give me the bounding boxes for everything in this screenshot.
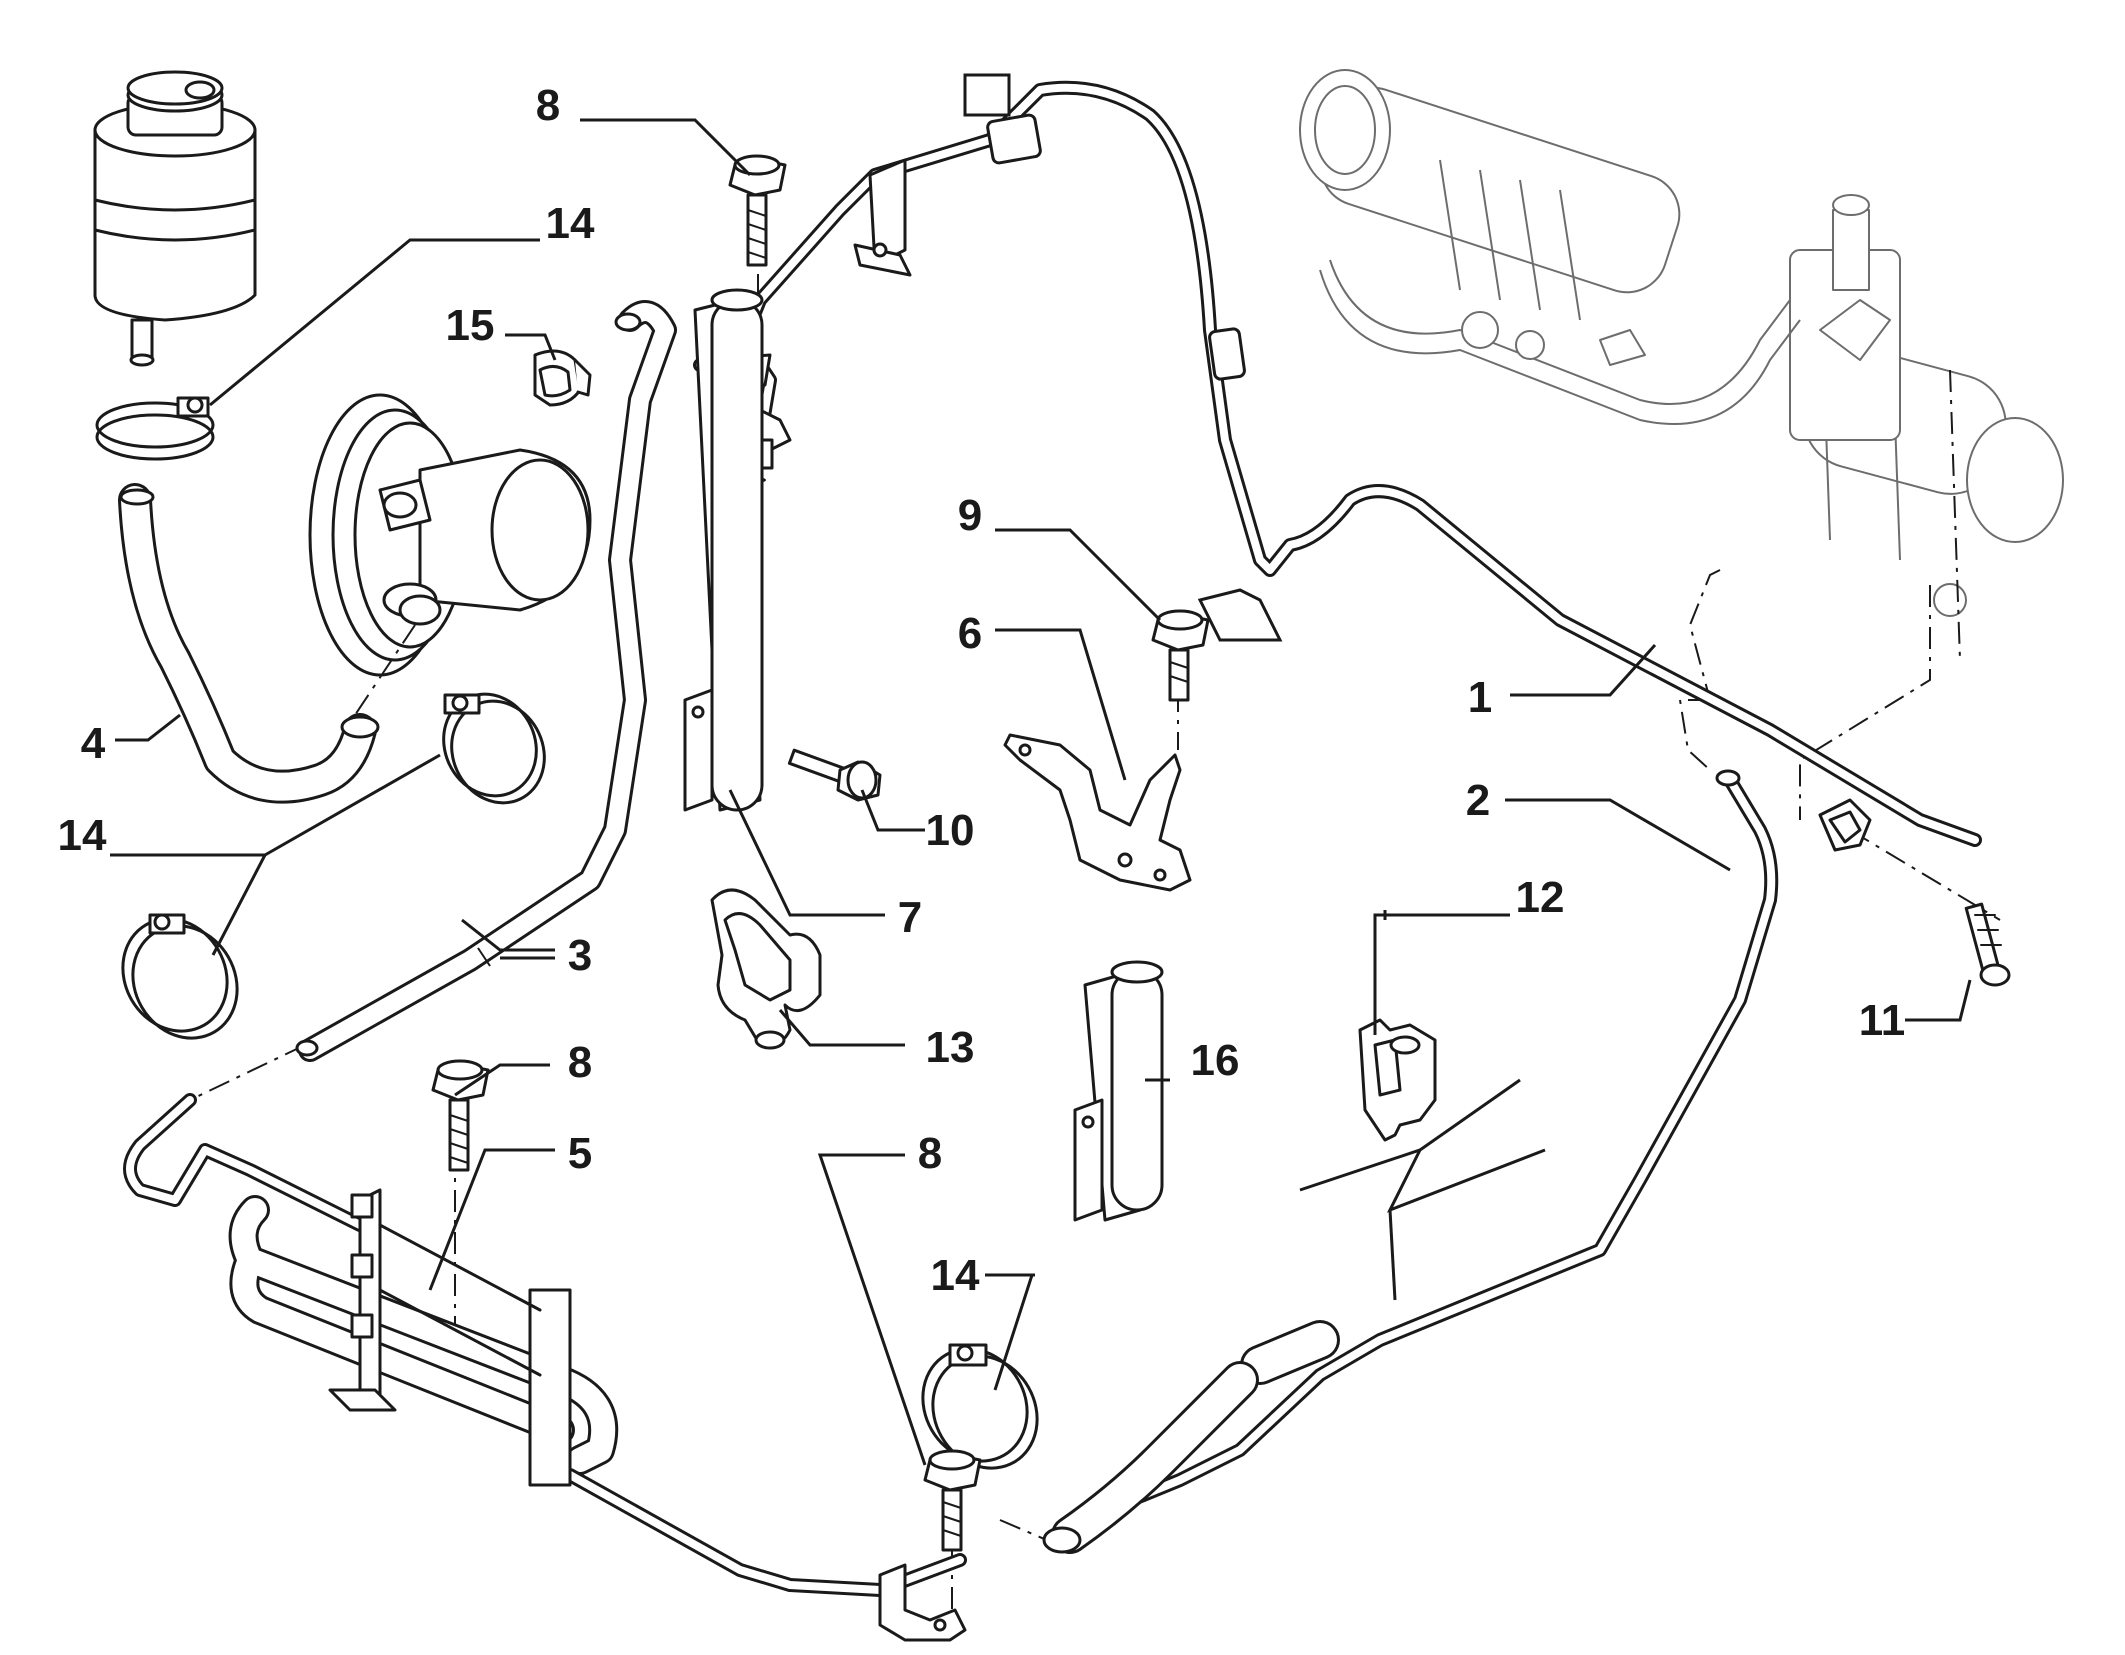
- hose-4: [118, 483, 380, 804]
- clip-pointer-lines: [1299, 1078, 1546, 1301]
- callout-14-left: 14: [58, 811, 107, 860]
- cooler-end-bracket: [878, 1563, 967, 1642]
- hose-3: [295, 300, 677, 1062]
- pipe-bracket-top: [853, 158, 912, 277]
- callout-1: 1: [1468, 673, 1492, 722]
- cooler-5: [123, 1093, 967, 1642]
- reservoir: [93, 70, 257, 367]
- callout-2: 2: [1466, 776, 1490, 825]
- clip-12: [1358, 1018, 1437, 1142]
- callout-14-bottom: 14: [931, 1251, 980, 1300]
- bolt-9: [1151, 609, 1210, 702]
- power-steering-pump: [308, 393, 592, 677]
- clip-13: [710, 888, 822, 1050]
- callout-5: 5: [568, 1129, 592, 1178]
- callout-8-middle: 8: [568, 1038, 592, 1087]
- callout-labels: 1 2 3 4 5 6 7 8 8 8 9 10 11 12 13 14 14 …: [58, 81, 1906, 1300]
- bolt-11: [1964, 902, 2011, 987]
- callout-13: 13: [926, 1023, 975, 1072]
- callout-9: 9: [958, 491, 982, 540]
- sleeve-16: [1073, 960, 1164, 1222]
- callout-10: 10: [926, 806, 975, 855]
- callout-7: 7: [898, 893, 922, 942]
- bracket-6: [1003, 733, 1192, 892]
- callout-8-bottom: 8: [918, 1129, 942, 1178]
- bolt-8-bottom: [923, 1449, 982, 1552]
- callout-3: 3: [568, 931, 592, 980]
- pipe-2: [1042, 769, 1779, 1554]
- steering-rack: [1299, 69, 2064, 617]
- callout-11: 11: [1859, 996, 1906, 1045]
- clip-15: [533, 349, 592, 407]
- callout-16: 16: [1191, 1036, 1240, 1085]
- clamp-14-left: [121, 913, 239, 1040]
- callout-12: 12: [1516, 873, 1565, 922]
- callout-8-top: 8: [536, 81, 560, 130]
- clamp-14-bottom: [921, 1343, 1039, 1470]
- callout-14-top: 14: [546, 199, 595, 248]
- leader-lines: [110, 118, 1972, 1466]
- pipe-1-end-fitting: [1818, 798, 1872, 852]
- bolt-8-top: [728, 154, 787, 267]
- callout-4: 4: [81, 719, 106, 768]
- callout-15: 15: [446, 301, 495, 350]
- sleeve-7: [683, 288, 766, 812]
- clamp-14-top: [95, 396, 215, 461]
- callout-6: 6: [958, 609, 982, 658]
- clamp-14-middle: [442, 692, 546, 805]
- bolt-10: [787, 748, 882, 802]
- bolt-8-middle: [431, 1059, 490, 1172]
